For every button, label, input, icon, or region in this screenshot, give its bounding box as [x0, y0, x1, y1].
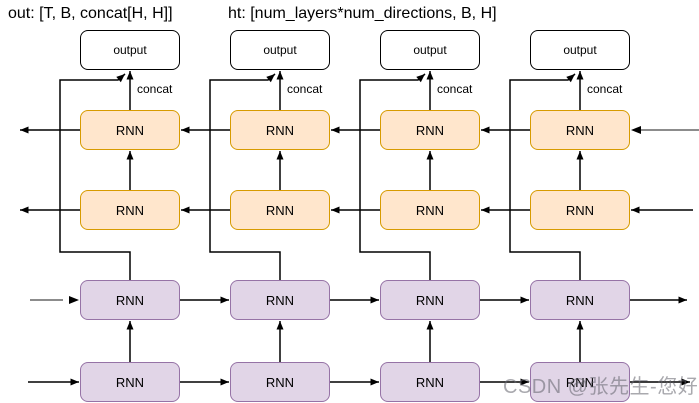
- csdn-watermark: CSDN @张先生-您好: [503, 376, 699, 398]
- concat-label-t3: concat: [437, 82, 473, 96]
- output-box-t2: output: [230, 30, 330, 70]
- output-label: output: [113, 43, 147, 57]
- rnn-forward-l2-t1: RNN: [80, 280, 180, 320]
- rnn-label: RNN: [265, 122, 295, 138]
- rnn-label: RNN: [115, 202, 145, 218]
- bypass-connector-t3: [359, 73, 431, 280]
- output-label: output: [263, 43, 297, 57]
- bwd2-input-arrowhead: [631, 126, 641, 134]
- output-label: output: [413, 43, 447, 57]
- backward-layer2-horizontal-arrows: [20, 126, 699, 134]
- rnn-forward-l1-t4: RNN: [530, 362, 630, 402]
- ht-shape-annotation: ht: [num_layers*num_directions, B, H]: [228, 5, 497, 22]
- rnn-label: RNN: [415, 292, 445, 308]
- bypass-connector-t2: [209, 73, 281, 280]
- rnn-label: RNN: [565, 292, 595, 308]
- rnn-label: RNN: [415, 202, 445, 218]
- rnn-backward-l1-t1: RNN: [80, 190, 180, 230]
- rnn-forward-l2-t4: RNN: [530, 280, 630, 320]
- rnn-label: RNN: [565, 202, 595, 218]
- rnn-label: RNN: [415, 374, 445, 390]
- rnn-label: RNN: [115, 374, 145, 390]
- rnn-label: RNN: [115, 122, 145, 138]
- forward-layer1-to-layer2-arrows: [126, 321, 584, 362]
- rnn-forward-l2-t3: RNN: [380, 280, 480, 320]
- rnn-label: RNN: [265, 374, 295, 390]
- out-shape-annotation: out: [T, B, concat[H, H]]: [8, 5, 173, 22]
- concat-label-t4: concat: [587, 82, 623, 96]
- bypass-connector-t4: [509, 73, 581, 280]
- rnn-backward-l2-t3: RNN: [380, 110, 480, 150]
- rnn-label: RNN: [265, 202, 295, 218]
- rnn-forward-l2-t2: RNN: [230, 280, 330, 320]
- output-box-t3: output: [380, 30, 480, 70]
- rnn-label: RNN: [415, 122, 445, 138]
- output-box-t1: output: [80, 30, 180, 70]
- rnn-backward-l1-t2: RNN: [230, 190, 330, 230]
- rnn-backward-l2-t4: RNN: [530, 110, 630, 150]
- concat-label-t1: concat: [137, 82, 173, 96]
- rnn-label: RNN: [565, 374, 595, 390]
- output-label: output: [563, 43, 597, 57]
- forward-output-bypass-connectors: [59, 73, 581, 280]
- rnn-forward-l1-t1: RNN: [80, 362, 180, 402]
- fwd2-input-arrowhead: [69, 296, 79, 304]
- rnn-forward-l1-t2: RNN: [230, 362, 330, 402]
- rnn-backward-l1-t4: RNN: [530, 190, 630, 230]
- rnn-forward-l1-t3: RNN: [380, 362, 480, 402]
- concat-arrows-into-output: [126, 71, 584, 110]
- rnn-backward-l2-t1: RNN: [80, 110, 180, 150]
- rnn-label: RNN: [565, 122, 595, 138]
- forward-layer2-horizontal-arrows: [30, 296, 687, 304]
- rnn-backward-l1-t3: RNN: [380, 190, 480, 230]
- backward-layer1-to-layer2-arrows: [126, 151, 584, 190]
- rnn-backward-l2-t2: RNN: [230, 110, 330, 150]
- concat-label-t2: concat: [287, 82, 323, 96]
- rnn-label: RNN: [115, 292, 145, 308]
- output-box-t4: output: [530, 30, 630, 70]
- rnn-label: RNN: [265, 292, 295, 308]
- bypass-connector-t1: [59, 73, 131, 280]
